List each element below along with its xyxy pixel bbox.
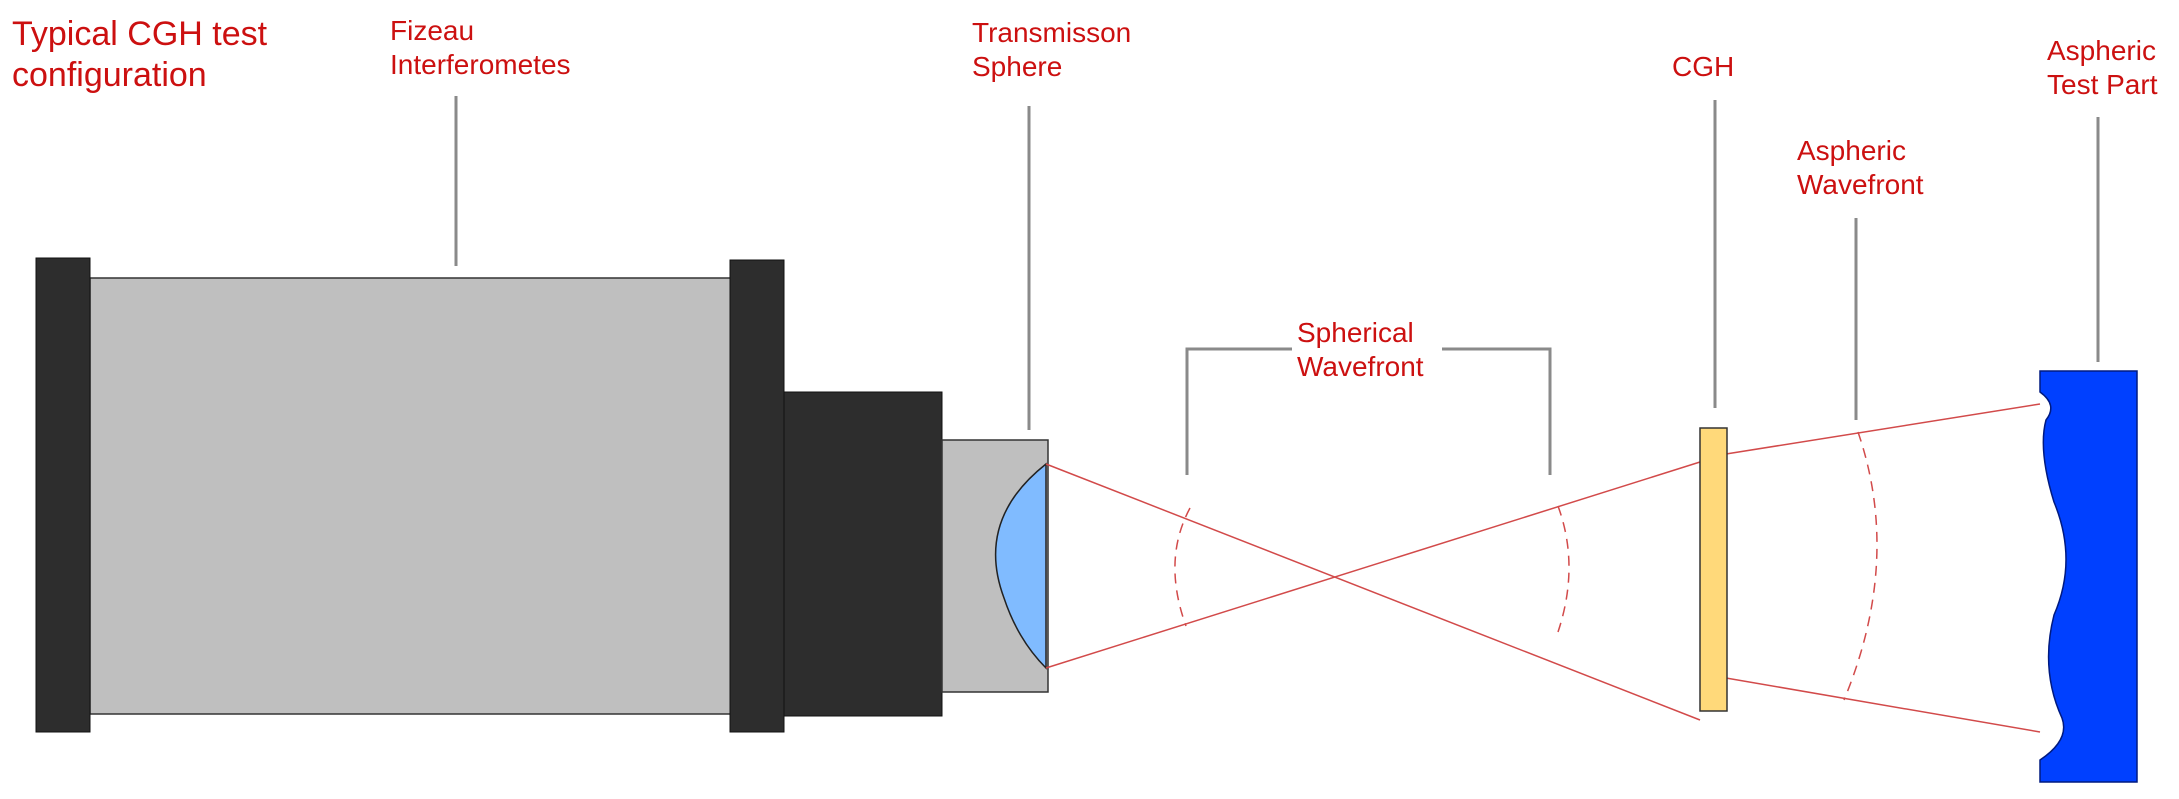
interferometer-left-flange [35,257,91,733]
interferometer-body [89,277,733,715]
label-spherical-wavefront: Spherical Wavefront [1297,317,1424,382]
interferometer-right-flange [729,259,785,733]
transmission-sphere-lens [994,462,1047,670]
label-cgh: CGH [1672,51,1735,82]
aspheric-wavefront-arc [1843,431,1878,701]
beam-rays [1045,403,2041,733]
spherical-wavefront-arc-right [1557,505,1570,633]
sphere-housing-dark [783,391,943,717]
leader-spherical-wavefront-right [1442,347,1552,475]
leader-lines [454,96,2100,475]
wavefront-arcs [1174,431,1878,701]
cgh-plate [1699,427,1728,712]
label-fizeau-interferometer: Fizeau Interferometes [390,15,571,80]
label-transmission-sphere: Transmisson Sphere [972,17,1132,82]
spherical-wavefront-arc-left [1174,507,1191,627]
diagram-title: Typical CGH test configuration [12,15,268,94]
label-aspheric-test-part: Aspheric Test Part [2047,35,2158,100]
leader-spherical-wavefront [1185,347,1292,475]
label-aspheric-wavefront: Aspheric Wavefront [1797,135,1924,200]
aspheric-test-part [2039,370,2138,783]
